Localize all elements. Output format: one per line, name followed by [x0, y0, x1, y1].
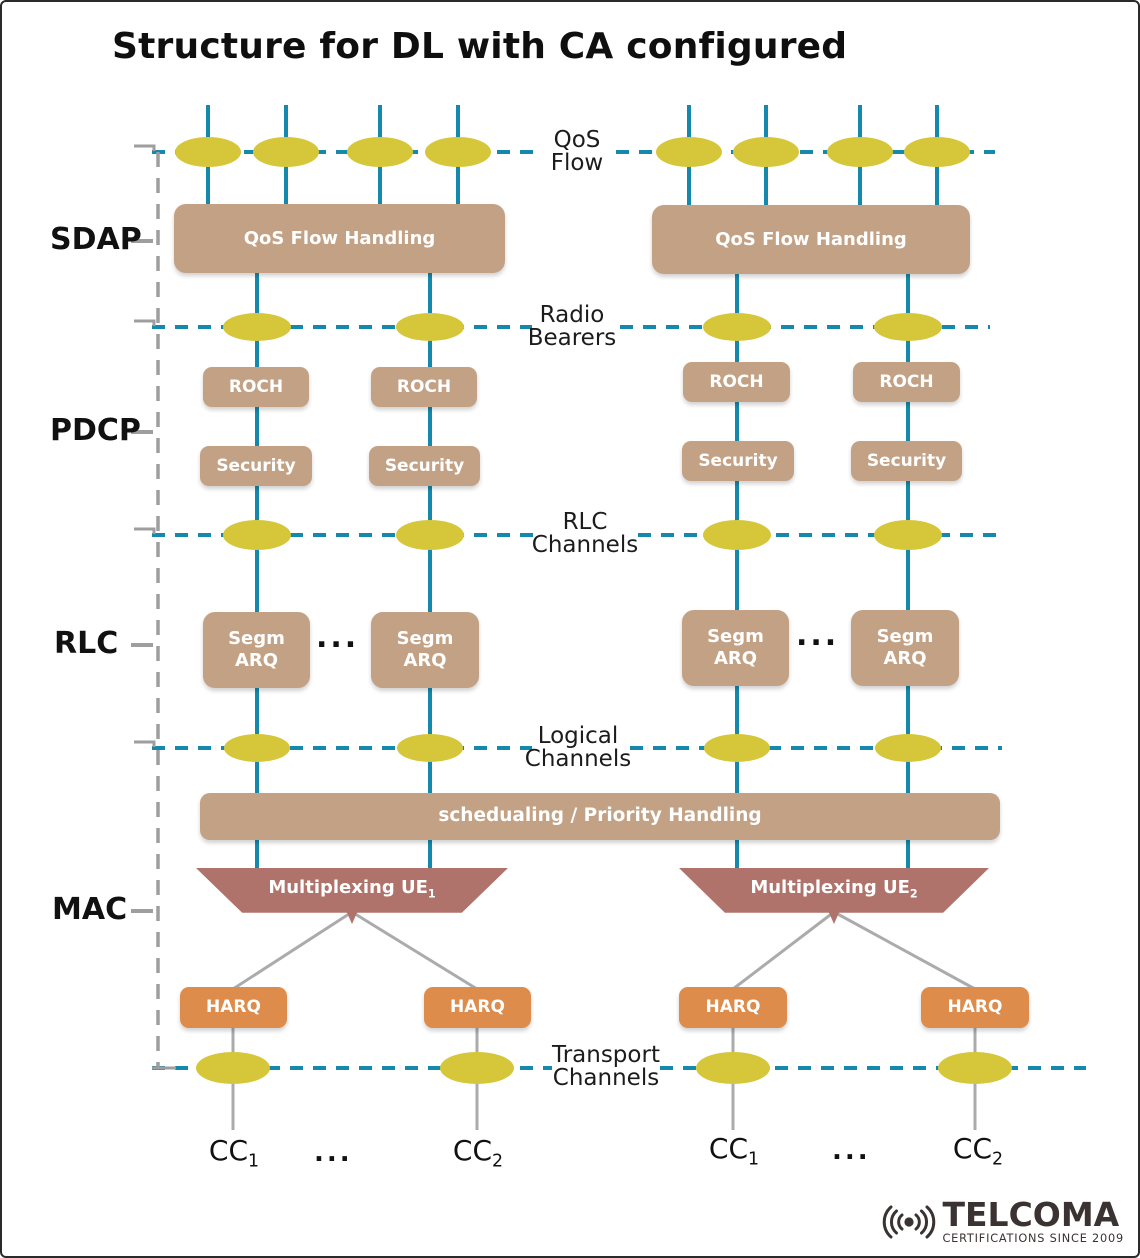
- layer-label-ticks: [131, 239, 153, 913]
- rlc-dots-ue1: ...: [316, 620, 360, 655]
- cc1-label-ue1: CC1: [208, 1134, 260, 1172]
- label-transport-channels: Transport Channels: [552, 1042, 660, 1092]
- layer-label-rlc: RLC: [54, 626, 119, 661]
- bearer-lines: [255, 268, 910, 868]
- label-logical-channels: Logical Channels: [524, 723, 632, 773]
- mux-to-harq-lines: [232, 910, 976, 991]
- security-box-ue2-a: Security: [682, 441, 794, 481]
- security-box-ue1-a: Security: [200, 446, 312, 486]
- layer-label-pdcp: PDCP: [50, 413, 141, 448]
- channel-ellipses: [175, 137, 1012, 1084]
- logo-tagline: CERTIFICATIONS SINCE 2009: [942, 1231, 1124, 1245]
- qos-flow-lines-ue2: [687, 105, 939, 210]
- label-qos-flow: QoS Flow: [550, 127, 604, 177]
- roch-box-ue2-b: ROCH: [853, 362, 960, 402]
- qos-flow-lines-ue1: [206, 105, 460, 210]
- roch-box-ue1-b: ROCH: [371, 367, 477, 407]
- security-box-ue1-b: Security: [369, 446, 480, 486]
- cc1-label-ue2: CC1: [708, 1132, 760, 1170]
- harq-box-ue1-b: HARQ: [424, 987, 531, 1028]
- layer-label-mac: MAC: [52, 892, 128, 927]
- segm-arq-box-ue2-a: Segm ARQ: [682, 610, 789, 686]
- cc2-label-ue2: CC2: [952, 1132, 1004, 1170]
- segm-arq-box-ue1-a: Segm ARQ: [203, 612, 310, 688]
- telcoma-logo: TELCOMA CERTIFICATIONS SINCE 2009: [881, 1198, 1124, 1246]
- harq-box-ue2-b: HARQ: [921, 987, 1029, 1028]
- scheduling-priority-handling-box: schedualing / Priority Handling: [200, 793, 1000, 840]
- cc2-label-ue1: CC2: [452, 1134, 504, 1172]
- qos-flow-handling-box-ue2: QoS Flow Handling: [652, 205, 970, 274]
- harq-box-ue1-a: HARQ: [180, 987, 287, 1028]
- segm-arq-box-ue2-b: Segm ARQ: [851, 610, 959, 686]
- rlc-dots-ue2: ...: [796, 618, 840, 653]
- layer-label-sdap: SDAP: [50, 222, 142, 257]
- label-rlc-channels: RLC Channels: [531, 509, 639, 559]
- roch-box-ue2-a: ROCH: [683, 362, 790, 402]
- page-title: Structure for DL with CA configured: [112, 26, 848, 67]
- cc-dots-ue1: ...: [314, 1138, 353, 1168]
- label-radio-bearers: Radio Bearers: [527, 302, 617, 352]
- harq-box-ue2-a: HARQ: [679, 987, 787, 1028]
- logo-name: TELCOMA: [942, 1195, 1120, 1235]
- qos-flow-handling-box-ue1: QoS Flow Handling: [174, 204, 505, 273]
- radio-waves-icon: [883, 1205, 936, 1239]
- security-box-ue2-b: Security: [851, 441, 962, 481]
- roch-box-ue1-a: ROCH: [203, 367, 309, 407]
- segm-arq-box-ue1-b: Segm ARQ: [371, 612, 479, 688]
- cc-dots-ue2: ...: [832, 1136, 871, 1166]
- boundary-step-marks: [134, 144, 176, 1070]
